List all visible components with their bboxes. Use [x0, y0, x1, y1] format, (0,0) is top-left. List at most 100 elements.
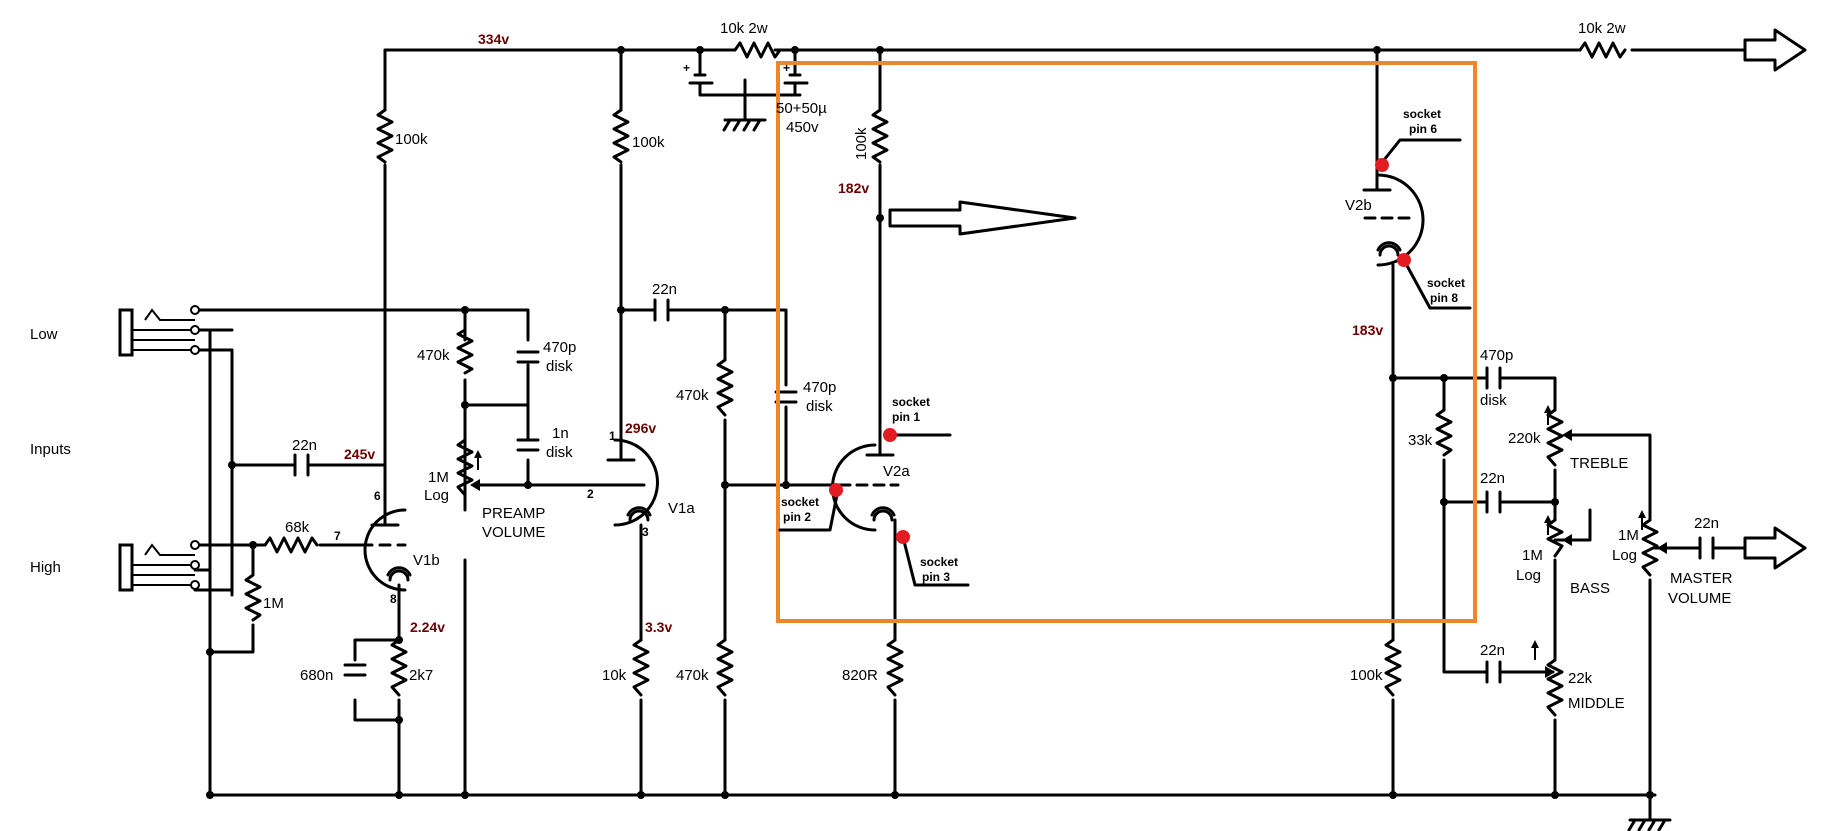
socket3-line1: socket [920, 555, 958, 569]
socket2-line1: socket [781, 495, 819, 509]
label-v1b: V1b [413, 552, 440, 569]
c-22n-out-symbol [1698, 536, 1715, 560]
c-1n-symbol [516, 438, 540, 452]
label-pot-mid-val: 22k [1568, 670, 1593, 687]
label-pot-treble-name: TREBLE [1570, 455, 1628, 472]
label-r-grid-stop: 68k [285, 519, 310, 536]
pot-bass-symbol [1546, 518, 1564, 558]
label-r-100k-cf: 100k [1350, 667, 1383, 684]
voltage-v2b-cathode: 183v [1352, 322, 1383, 338]
ground-symbols [722, 118, 1672, 831]
r-100k-cf-symbol [1384, 638, 1402, 697]
pin-label-7: 7 [334, 529, 341, 543]
input-jacks [118, 305, 200, 592]
label-r-470k-a: 470k [417, 347, 450, 364]
tube-v1b [343, 508, 412, 592]
label-c-470p-b1: 470p [803, 379, 836, 396]
label-c-couple1: 22n [292, 437, 317, 454]
svg-text:+: + [683, 61, 690, 75]
label-r-supply1: 10k 2w [720, 20, 768, 37]
socket8-line2: pin 8 [1430, 291, 1458, 305]
label-c-470p-a2: disk [546, 358, 573, 375]
label-input-high: High [30, 559, 61, 576]
label-pot-volume-2: Log [424, 487, 449, 504]
label-r-33k: 33k [1408, 432, 1433, 449]
label-r-820r: 820R [842, 667, 878, 684]
label-r-v1a-plate: 100k [632, 134, 665, 151]
label-pot-volume-1: 1M [428, 469, 449, 486]
label-r-10k: 10k [602, 667, 627, 684]
pot-middle-symbol [1546, 658, 1564, 717]
junction-dots [206, 46, 1654, 799]
label-v1a: V1a [668, 500, 695, 517]
label-c-470p-c2: disk [1480, 392, 1507, 409]
r-820r-symbol [886, 638, 904, 697]
label-c-22n-bass: 22n [1480, 470, 1505, 487]
r-v2a-plate-symbol [871, 108, 889, 164]
label-input-low: Low [30, 326, 58, 343]
label-c-1n-2: disk [546, 444, 573, 461]
filter-caps-symbol [688, 73, 809, 97]
label-pot-volume-4: VOLUME [482, 524, 545, 541]
c-22n-bass-symbol [1485, 490, 1502, 514]
tube-v2b [1362, 168, 1425, 267]
label-pot-master-2: Log [1612, 547, 1637, 564]
label-c-22n-out: 22n [1694, 515, 1719, 532]
pin-label-2: 2 [587, 487, 594, 501]
c-couple2-symbol [653, 298, 670, 322]
pin-label-3: 3 [642, 525, 649, 539]
input-labels: Low Inputs High [30, 326, 71, 576]
pot-master-symbol [1641, 518, 1659, 577]
label-r-supply2: 10k 2w [1578, 20, 1626, 37]
resistors [244, 41, 1659, 717]
pin-label-6: 6 [374, 489, 381, 503]
pin-label-8: 8 [390, 592, 397, 606]
r-470k-c-symbol [716, 638, 734, 697]
socket1-line2: pin 1 [892, 410, 920, 424]
svg-text:+: + [783, 61, 790, 75]
c-22n-mid-symbol [1485, 660, 1502, 684]
tube-v2a [831, 428, 900, 532]
label-pot-bass-name: BASS [1570, 580, 1610, 597]
label-c-couple2: 22n [652, 281, 677, 298]
label-cap-supply-1: 50+50µ [776, 100, 827, 117]
pin-label-1: 1 [609, 429, 616, 443]
signal-arrows [888, 28, 1807, 570]
voltage-v1b-cathode: 2.24v [410, 619, 445, 635]
pot-volume-symbol [456, 438, 474, 497]
voltage-labels: 334v 245v 296v 182v 183v 2.24v 3.3v [344, 31, 1383, 635]
label-pot-treble-val: 220k [1508, 430, 1541, 447]
label-cap-supply-2: 450v [786, 119, 819, 136]
c-470p-a-symbol [516, 350, 540, 364]
socket6-line2: pin 6 [1409, 122, 1437, 136]
tube-v1a [598, 438, 659, 527]
voltage-v2a-plate: 182v [838, 180, 869, 196]
label-pot-volume-3: PREAMP [482, 505, 545, 522]
label-r-2k7: 2k7 [409, 667, 433, 684]
label-r-470k-b: 470k [676, 387, 709, 404]
r-2k7-symbol [390, 638, 408, 697]
pot-treble-symbol [1546, 408, 1564, 467]
r-470k-a-symbol [456, 308, 474, 375]
voltage-v1b-plate: 245v [344, 446, 375, 462]
r-1m-symbol [244, 573, 262, 622]
r-68k-symbol [263, 536, 319, 554]
socket-pin-markers [778, 138, 1472, 587]
r-supply1-symbol [733, 41, 782, 59]
label-r-v1b-plate: 100k [395, 131, 428, 148]
socket-labels: socket pin 1 socket pin 2 socket pin 3 s… [781, 107, 1465, 584]
socket8-line1: socket [1427, 276, 1465, 290]
voltage-b-plus: 334v [478, 31, 509, 47]
label-c-470p-c1: 470p [1480, 347, 1513, 364]
label-pot-bass-1: 1M [1522, 547, 1543, 564]
c-680n-symbol [343, 663, 367, 677]
capacitors: + + [293, 61, 1715, 684]
voltage-v1a-cathode: 3.3v [645, 619, 672, 635]
label-inputs: Inputs [30, 441, 71, 458]
r-supply2-symbol [1578, 41, 1627, 59]
label-v2a: V2a [883, 463, 910, 480]
voltage-v1a-plate: 296v [625, 420, 656, 436]
label-pot-mid-name: MIDDLE [1568, 695, 1625, 712]
c-couple1-symbol [293, 453, 310, 477]
